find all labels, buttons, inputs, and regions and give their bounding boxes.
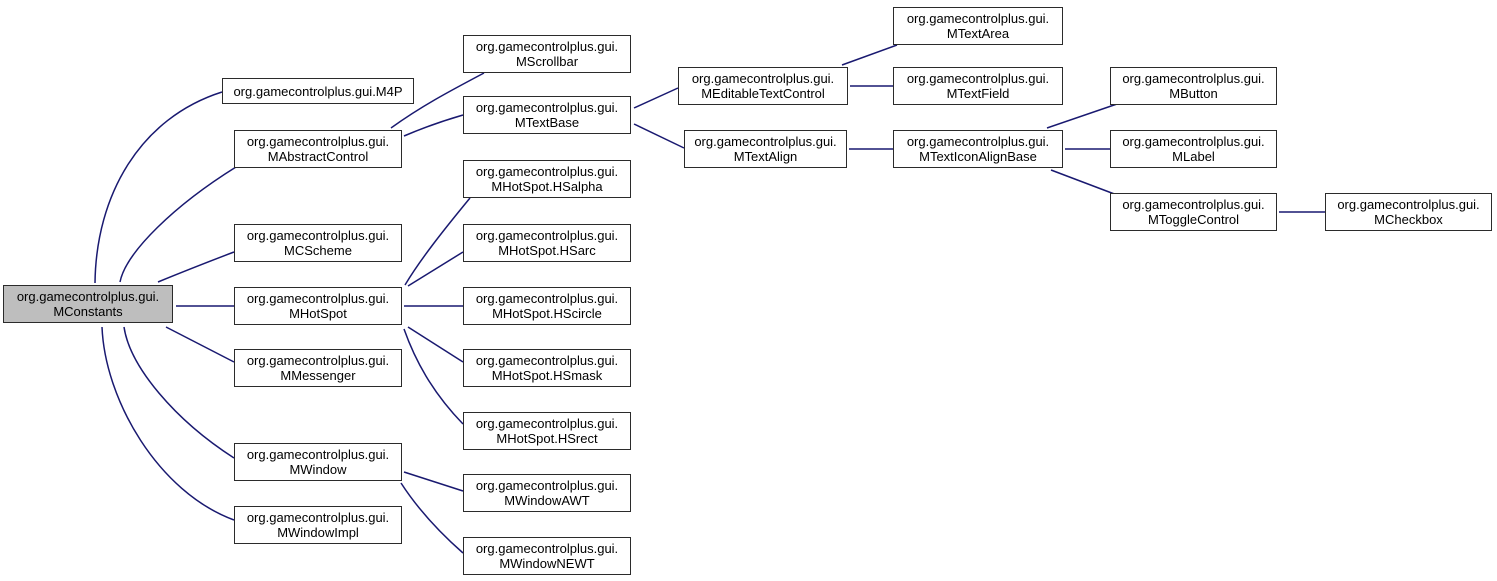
class-package-label: org.gamecontrolplus.gui. [246,228,390,243]
class-node-mtextfield[interactable]: org.gamecontrolplus.gui.MTextField [893,67,1063,105]
class-name-label: MCheckbox [1374,212,1443,227]
class-node-mtextalign[interactable]: org.gamecontrolplus.gui.MTextAlign [684,130,847,168]
inheritance-arrow-hsrect-to-mhotspot [403,328,464,425]
class-name-label: MCScheme [284,243,352,258]
class-node-mcscheme[interactable]: org.gamecontrolplus.gui.MCScheme [234,224,402,262]
class-package-label: org.gamecontrolplus.gui. [16,289,160,304]
class-name-label: MHotSpot.HScircle [492,306,602,321]
class-node-hsrect[interactable]: org.gamecontrolplus.gui.MHotSpot.HSrect [463,412,631,450]
class-name-label: MTextArea [946,26,1010,41]
class-node-mwindowawt[interactable]: org.gamecontrolplus.gui.MWindowAWT [463,474,631,512]
class-node-hsalpha[interactable]: org.gamecontrolplus.gui.MHotSpot.HSalpha [463,160,631,198]
class-name-label: MAbstractControl [267,149,369,164]
inheritance-arrow-m4p-to-mconstants [94,91,223,284]
class-node-hsmask[interactable]: org.gamecontrolplus.gui.MHotSpot.HSmask [463,349,631,387]
class-package-label: org.gamecontrolplus.gui. [475,100,619,115]
inheritance-arrow-mtextbase-to-mabstractcontrol [403,114,464,137]
class-node-hscircle[interactable]: org.gamecontrolplus.gui.MHotSpot.HScircl… [463,287,631,325]
class-node-mabstractcontrol[interactable]: org.gamecontrolplus.gui.MAbstractControl [234,130,402,168]
class-package-label: org.gamecontrolplus.gui. [246,134,390,149]
inheritance-arrow-mtogglecontrol-to-mtexticonalignbase [1050,169,1118,196]
inheritance-arrow-meditabletextcontrol-to-mtextbase [633,87,679,109]
class-package-label: org.gamecontrolplus.gui. [246,353,390,368]
inheritance-arrow-hsmask-to-mhotspot [407,326,464,363]
class-package-label: org.gamecontrolplus.gui. [246,447,390,462]
class-node-mtextarea[interactable]: org.gamecontrolplus.gui.MTextArea [893,7,1063,45]
inheritance-arrow-hsalpha-to-mhotspot [404,197,471,286]
class-node-mlabel[interactable]: org.gamecontrolplus.gui.MLabel [1110,130,1277,168]
class-name-label: MTextAlign [733,149,798,164]
class-name-label: MHotSpot.HSalpha [491,179,603,194]
class-package-label: org.gamecontrolplus.gui. [475,541,619,556]
inheritance-arrow-mscrollbar-to-mabstractcontrol [390,72,485,129]
class-package-label: org.gamecontrolplus.gui. [906,71,1050,86]
class-package-label: org.gamecontrolplus.gui. [475,228,619,243]
class-node-mwindowimpl[interactable]: org.gamecontrolplus.gui.MWindowImpl [234,506,402,544]
inheritance-arrow-mwindowawt-to-mwindow [403,471,464,492]
class-package-label: org.gamecontrolplus.gui. [475,478,619,493]
class-name-label: MHotSpot.HSrect [496,431,598,446]
class-node-mwindow[interactable]: org.gamecontrolplus.gui.MWindow [234,443,402,481]
inheritance-arrow-mtextarea-to-meditabletextcontrol [841,44,898,66]
class-node-mwindownewt[interactable]: org.gamecontrolplus.gui.MWindowNEWT [463,537,631,575]
class-package-label: org.gamecontrolplus.gui. [475,353,619,368]
class-node-meditabletextcontrol[interactable]: org.gamecontrolplus.gui.MEditableTextCon… [678,67,848,105]
class-package-label: org.gamecontrolplus.gui. [691,71,835,86]
class-name-label: MEditableTextControl [701,86,825,101]
class-name-label: MWindow [289,462,347,477]
class-node-mtextbase[interactable]: org.gamecontrolplus.gui.MTextBase [463,96,631,134]
class-name-label: MToggleControl [1147,212,1240,227]
class-node-mcheckbox[interactable]: org.gamecontrolplus.gui.MCheckbox [1325,193,1492,231]
inheritance-arrow-mbutton-to-mtexticonalignbase [1046,103,1118,129]
inheritance-arrow-mmessenger-to-mconstants [165,326,235,363]
class-name-label: MScrollbar [515,54,579,69]
inheritance-arrow-mwindow-to-mconstants [123,326,235,459]
class-node-mtogglecontrol[interactable]: org.gamecontrolplus.gui.MToggleControl [1110,193,1277,231]
inheritance-arrow-mcscheme-to-mconstants [157,251,235,283]
class-name-label: MLabel [1172,149,1215,164]
inheritance-arrow-mtextalign-to-mtextbase [633,123,685,149]
class-name-label: MButton [1169,86,1218,101]
class-node-mconstants[interactable]: org.gamecontrolplus.gui.MConstants [3,285,173,323]
class-package-label: org.gamecontrolplus.gui. [246,510,390,525]
class-package-label: org.gamecontrolplus.gui. [475,416,619,431]
class-name-label: MWindowAWT [504,493,590,508]
class-node-mhotspot[interactable]: org.gamecontrolplus.gui.MHotSpot [234,287,402,325]
class-package-label: org.gamecontrolplus.gui. [694,134,837,149]
class-node-hsarc[interactable]: org.gamecontrolplus.gui.MHotSpot.HSarc [463,224,631,262]
class-package-label: org.gamecontrolplus.gui. [246,291,390,306]
class-package-label: org.gamecontrolplus.gui. [475,39,619,54]
class-package-label: org.gamecontrolplus.gui. [1337,197,1480,212]
class-name-label: MTextIconAlignBase [919,149,1037,164]
class-package-label: org.gamecontrolplus.gui. [475,291,619,306]
class-name-label: MHotSpot [289,306,347,321]
class-name-label: MMessenger [280,368,356,383]
class-name-label: MTextField [946,86,1010,101]
class-name-label: MHotSpot.HSmask [491,368,603,383]
class-package-label: org.gamecontrolplus.gui. [475,164,619,179]
class-package-label: org.gamecontrolplus.gui. [1122,134,1265,149]
class-package-label: org.gamecontrolplus.gui.M4P [233,83,403,99]
class-node-m4p[interactable]: org.gamecontrolplus.gui.M4P [222,78,414,104]
class-package-label: org.gamecontrolplus.gui. [906,11,1050,26]
class-node-mtexticonalignbase[interactable]: org.gamecontrolplus.gui.MTextIconAlignBa… [893,130,1063,168]
class-node-mscrollbar[interactable]: org.gamecontrolplus.gui.MScrollbar [463,35,631,73]
inheritance-arrow-mwindownewt-to-mwindow [400,482,464,554]
class-package-label: org.gamecontrolplus.gui. [1122,197,1265,212]
class-node-mmessenger[interactable]: org.gamecontrolplus.gui.MMessenger [234,349,402,387]
class-node-mbutton[interactable]: org.gamecontrolplus.gui.MButton [1110,67,1277,105]
class-name-label: MHotSpot.HSarc [498,243,596,258]
class-name-label: MConstants [53,304,123,319]
class-name-label: MWindowNEWT [499,556,595,571]
inheritance-arrow-hsarc-to-mhotspot [407,251,464,287]
class-name-label: MTextBase [514,115,580,130]
inheritance-arrow-mwindowimpl-to-mconstants [101,326,235,521]
inheritance-arrow-mabstractcontrol-to-mconstants [119,166,237,283]
class-package-label: org.gamecontrolplus.gui. [906,134,1050,149]
class-name-label: MWindowImpl [277,525,359,540]
class-package-label: org.gamecontrolplus.gui. [1122,71,1265,86]
